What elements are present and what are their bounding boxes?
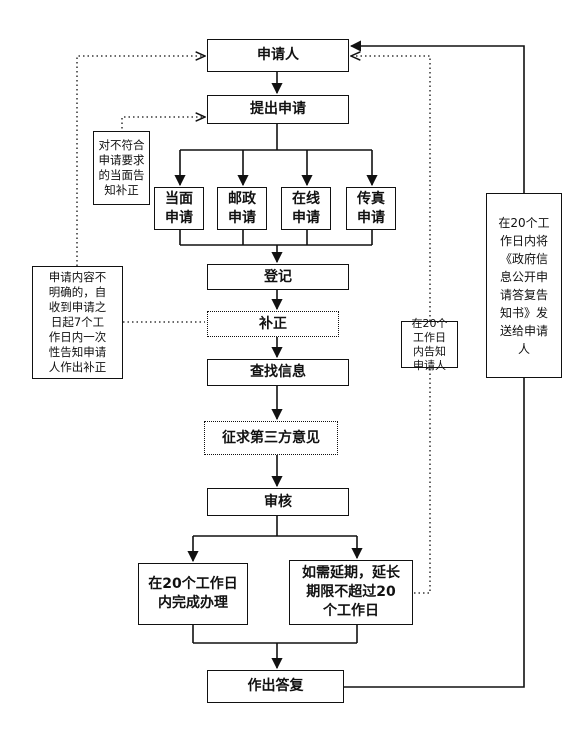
node-in-person-application: 当面 申请 <box>154 187 204 230</box>
node-submit-application: 提出申请 <box>207 95 349 124</box>
arrow-notice-to-applicant <box>349 40 525 193</box>
node-make-reply: 作出答复 <box>207 670 344 703</box>
node-applicant: 申请人 <box>207 39 349 72</box>
node-third-party-opinion: 征求第三方意见 <box>204 421 338 455</box>
node-review: 审核 <box>207 488 349 516</box>
node-register: 登记 <box>207 264 349 290</box>
node-extension: 如需延期，延长 期限不超过20 个工作日 <box>289 560 413 625</box>
node-online-application: 在线 申请 <box>281 187 331 230</box>
node-supplement: 补正 <box>207 311 339 337</box>
node-complete-within-20-days: 在20个工作日 内完成办理 <box>138 563 248 625</box>
main-flow-lines <box>174 40 525 688</box>
note-send-reply-notice: 在20个工 作日内将 《政府信 息公开申 请答复告 知书》发 送给申请 人 <box>486 193 562 378</box>
node-fax-application: 传真 申请 <box>346 187 396 230</box>
feedback-lines <box>76 56 431 594</box>
line-reply-to-notice <box>344 378 525 688</box>
node-search-information: 查找信息 <box>207 359 349 386</box>
note-non-compliant-supplement: 对不符合 申请要求 的当面告 知补正 <box>93 131 150 205</box>
note-notify-within-20-days: 在20个 工作日 内告知 申请人 <box>401 317 458 372</box>
dotted-line-extend-to-notify <box>414 368 431 594</box>
note-unclear-content: 申请内容不 明确的，自 收到申请之 日起7个工 作日内一次 性告知申请 人作出补… <box>32 266 123 379</box>
node-postal-application: 邮政 申请 <box>217 187 267 230</box>
